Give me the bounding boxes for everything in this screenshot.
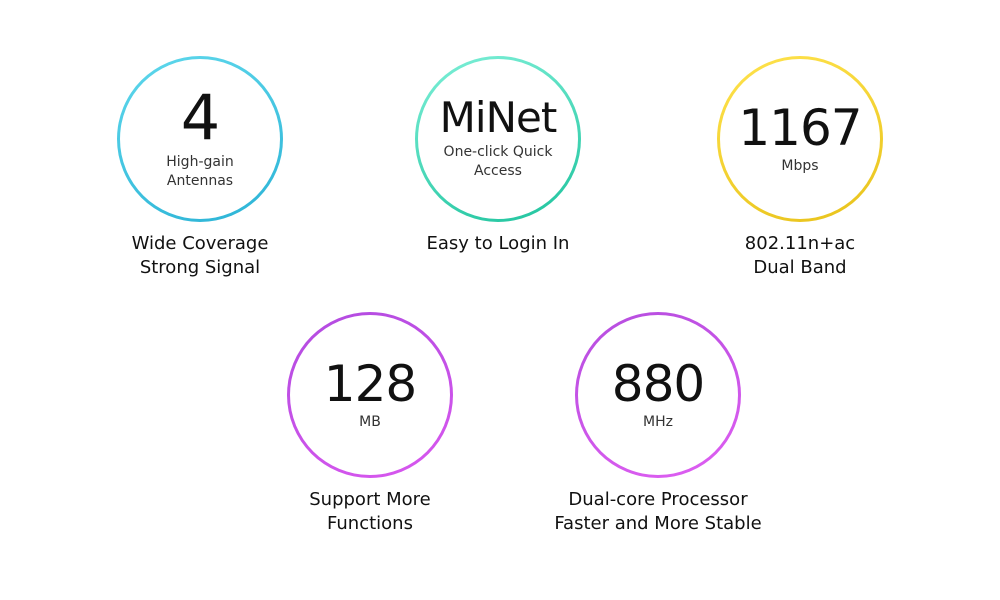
feature-value: 128 xyxy=(323,354,417,413)
feature-unit: High-gain Antennas xyxy=(166,154,234,189)
feature-caption: Wide Coverage Strong Signal xyxy=(131,233,269,278)
feature-unit: One-click Quick Access xyxy=(443,144,553,179)
circle-ring: 128 MB xyxy=(287,312,453,478)
feature-antennas: 4 High-gain Antennas Wide Coverage Stron… xyxy=(70,56,330,280)
feature-unit: Mbps xyxy=(781,157,819,174)
feature-processor: 880 MHz Dual-core Processor Faster and M… xyxy=(528,312,788,536)
circle-content: 128 MB xyxy=(290,315,450,475)
feature-memory: 128 MB Support More Functions xyxy=(240,312,500,536)
feature-caption: Easy to Login In xyxy=(426,233,570,254)
circle-content: MiNet One-click Quick Access xyxy=(418,59,578,219)
circle-ring: 880 MHz xyxy=(575,312,741,478)
feature-caption: 802.11n+ac Dual Band xyxy=(744,233,856,278)
circle-ring: 4 High-gain Antennas xyxy=(117,56,283,222)
feature-value: MiNet xyxy=(439,93,558,142)
feature-unit: MHz xyxy=(643,413,673,430)
circle-content: 1167 Mbps xyxy=(720,59,880,219)
circle-ring: MiNet One-click Quick Access xyxy=(415,56,581,222)
circle-content: 4 High-gain Antennas xyxy=(120,59,280,219)
circle-ring: 1167 Mbps xyxy=(717,56,883,222)
feature-speed: 1167 Mbps 802.11n+ac Dual Band xyxy=(670,56,930,280)
feature-value: 1167 xyxy=(738,98,862,157)
feature-unit: MB xyxy=(359,413,381,430)
feature-caption: Dual-core Processor Faster and More Stab… xyxy=(554,489,762,534)
circle-content: 880 MHz xyxy=(578,315,738,475)
feature-value: 880 xyxy=(611,354,705,413)
feature-caption: Support More Functions xyxy=(309,489,431,534)
feature-value: 4 xyxy=(180,81,220,154)
feature-minet: MiNet One-click Quick Access Easy to Log… xyxy=(368,56,628,256)
